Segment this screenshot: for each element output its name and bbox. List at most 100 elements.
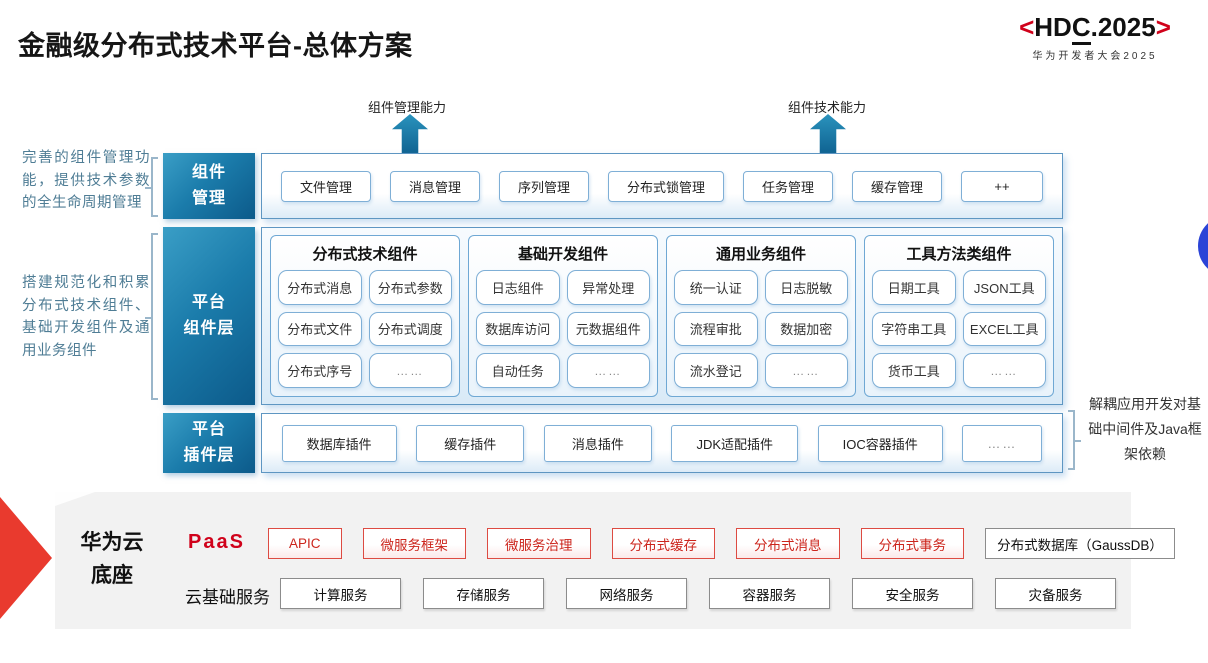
row-label-platform-components: 平台 组件层: [163, 227, 255, 405]
paas-chip: 分布式消息: [736, 528, 840, 559]
row-content-component-mgmt: 文件管理 消息管理 序列管理 分布式锁管理 任务管理 缓存管理 ++: [261, 153, 1063, 219]
capability-label-tech: 组件技术能力: [788, 100, 867, 115]
row-label-line: 平台: [191, 421, 226, 438]
row-label-line: 组件层: [183, 320, 235, 337]
component-cell: 日志组件: [476, 270, 560, 305]
iaas-chip: 容器服务: [709, 578, 830, 609]
paas-chip: 分布式事务: [860, 528, 965, 559]
up-arrow-icon: [392, 114, 428, 154]
component-cell: 分布式参数: [368, 270, 452, 305]
red-wedge-arrow: [0, 497, 52, 619]
paas-chip: 分布式缓存: [611, 528, 716, 559]
column-title: 分布式技术组件: [312, 246, 418, 263]
row-label-line: 平台: [191, 294, 226, 311]
row-label-line: 管理: [191, 190, 226, 207]
paas-label: PaaS: [188, 531, 245, 553]
component-cell: 分布式文件: [278, 311, 362, 347]
logo-year: .2025: [1090, 12, 1156, 42]
paas-services-row: APIC 微服务框架 微服务治理 分布式缓存 分布式消息 分布式事务 分布式数据…: [268, 528, 1176, 559]
row-component-mgmt: 组件 管理 文件管理 消息管理 序列管理 分布式锁管理 任务管理 缓存管理 ++: [163, 153, 1063, 219]
bracket-row1: [145, 157, 158, 217]
component-cell: 分布式调度: [368, 311, 452, 347]
component-chip: 缓存管理: [851, 170, 942, 202]
column-grid: 日期工具 JSON工具 字符串工具 EXCEL工具 货币工具 ……: [872, 270, 1046, 388]
iaas-chip: 计算服务: [280, 578, 401, 609]
column-basic-dev: 基础开发组件 日志组件 异常处理 数据库访问 元数据组件 自动任务 ……: [468, 235, 658, 397]
component-cell: 元数据组件: [566, 311, 650, 347]
component-cell-more: ……: [368, 353, 452, 388]
column-grid: 分布式消息 分布式参数 分布式文件 分布式调度 分布式序号 ……: [278, 270, 452, 388]
component-cell: 分布式消息: [278, 270, 362, 305]
logo-close-bracket: >: [1155, 12, 1171, 42]
logo-hd: HD: [1034, 12, 1072, 42]
column-distributed-tech: 分布式技术组件 分布式消息 分布式参数 分布式文件 分布式调度 分布式序号 ……: [270, 235, 460, 397]
iaas-chip: 存储服务: [423, 578, 544, 609]
component-cell: 日志脱敏: [764, 270, 848, 305]
component-chip: 文件管理: [280, 170, 371, 202]
foundation-label-line: 华为云: [80, 531, 144, 554]
plugin-chip: 数据库插件: [281, 424, 397, 462]
foundation-label-line: 底座: [91, 564, 133, 587]
row-platform-plugins: 平台 插件层 数据库插件 缓存插件 消息插件 JDK适配插件 IOC容器插件 ……: [163, 413, 1063, 473]
hdc-logo-subtitle: 华为开发者大会2025: [1032, 51, 1158, 62]
component-cell: JSON工具: [962, 270, 1046, 305]
component-cell-more: ……: [962, 353, 1046, 388]
capability-label-mgmt: 组件管理能力: [368, 100, 447, 115]
note-platform-components: 搭建规范化和积累分布式技术组件、基础开发组件及通用业务组件: [22, 275, 150, 359]
iaas-chip: 网络服务: [566, 578, 687, 609]
column-tool-methods: 工具方法类组件 日期工具 JSON工具 字符串工具 EXCEL工具 货币工具 ……: [864, 235, 1054, 397]
component-chip: 分布式锁管理: [607, 170, 724, 202]
component-cell: 流程审批: [674, 311, 758, 347]
paas-chip: 微服务治理: [487, 528, 591, 559]
component-cell: 数据库访问: [476, 311, 560, 347]
column-title: 工具方法类组件: [906, 246, 1012, 263]
hdc-logo-text: <HDC.2025>: [990, 12, 1200, 45]
iaas-chip: 安全服务: [852, 578, 973, 609]
row-label-line: 组件: [191, 164, 226, 181]
bracket-row2: [145, 233, 158, 400]
row-label-platform-plugins: 平台 插件层: [163, 413, 255, 473]
column-title: 通用业务组件: [715, 246, 806, 263]
component-cell: 自动任务: [476, 353, 560, 388]
foundation-label: 华为云 底座: [74, 526, 150, 592]
page-title: 金融级分布式技术平台-总体方案: [18, 31, 413, 61]
blue-circle-decoration: [1198, 215, 1208, 277]
component-chip: 消息管理: [389, 170, 480, 202]
paas-chip: APIC: [268, 528, 342, 559]
row-label-line: 插件层: [183, 447, 235, 464]
plugin-chip-more: ……: [962, 424, 1043, 462]
component-cell: EXCEL工具: [962, 311, 1046, 347]
note-decoupling: 解耦应用开发对基础中间件及Java框架依赖: [1088, 396, 1202, 462]
logo-open-bracket: <: [1019, 12, 1035, 42]
component-cell: 分布式序号: [278, 353, 362, 388]
component-cell-more: ……: [764, 353, 848, 388]
row-content-platform-plugins: 数据库插件 缓存插件 消息插件 JDK适配插件 IOC容器插件 ……: [261, 413, 1063, 473]
component-cell: 统一认证: [674, 270, 758, 305]
iaas-chip: 灾备服务: [995, 578, 1116, 609]
hdc-logo: <HDC.2025> 华为开发者大会2025: [990, 12, 1200, 62]
component-cell-more: ……: [566, 353, 650, 388]
column-common-business: 通用业务组件 统一认证 日志脱敏 流程审批 数据加密 流水登记 ……: [666, 235, 856, 397]
row-label-component-mgmt: 组件 管理: [163, 153, 255, 219]
plugin-chip: JDK适配插件: [671, 424, 799, 462]
column-grid: 统一认证 日志脱敏 流程审批 数据加密 流水登记 ……: [674, 270, 848, 388]
component-cell: 货币工具: [872, 353, 956, 388]
note-component-mgmt: 完善的组件管理功能，提供技术参数的全生命周期管理: [22, 150, 150, 211]
component-chip: 任务管理: [742, 170, 833, 202]
gaussdb-chip: 分布式数据库（GaussDB）: [985, 528, 1176, 559]
component-cell: 字符串工具: [872, 311, 956, 347]
plugin-chip: 缓存插件: [416, 424, 525, 462]
iaas-services-row: 计算服务 存储服务 网络服务 容器服务 安全服务 灾备服务: [280, 578, 1116, 609]
component-cell: 流水登记: [674, 353, 758, 388]
component-chip: 序列管理: [498, 170, 589, 202]
corner-fold: [55, 492, 95, 506]
logo-c-underlined: C: [1071, 12, 1091, 45]
column-title: 基础开发组件: [517, 246, 608, 263]
plugin-chip: 消息插件: [543, 424, 652, 462]
iaas-label: 云基础服务: [185, 588, 270, 607]
row-content-platform-components: 分布式技术组件 分布式消息 分布式参数 分布式文件 分布式调度 分布式序号 ………: [261, 227, 1063, 405]
component-cell: 数据加密: [764, 311, 848, 347]
up-arrow-icon: [810, 114, 846, 154]
row-platform-components: 平台 组件层 分布式技术组件 分布式消息 分布式参数 分布式文件 分布式调度 分…: [163, 227, 1063, 405]
